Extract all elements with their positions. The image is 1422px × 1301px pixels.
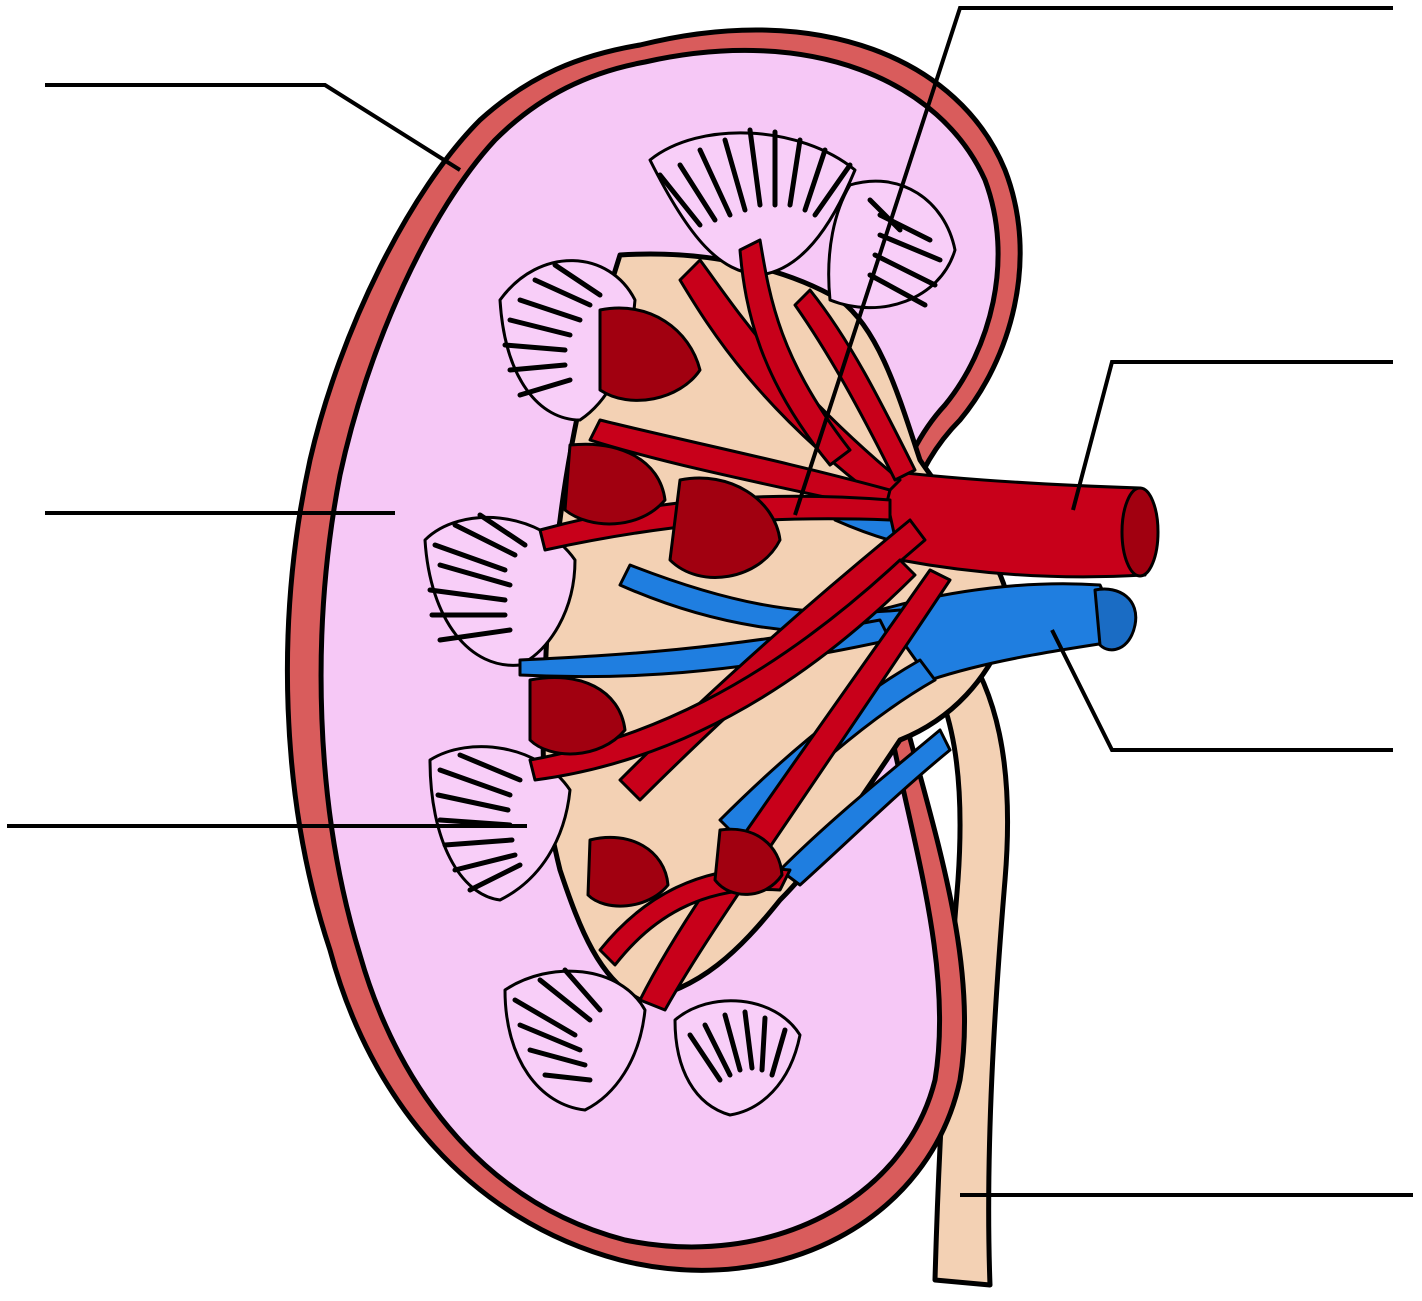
renal-vein-end bbox=[1095, 589, 1136, 650]
renal-artery-end bbox=[1122, 488, 1158, 576]
leader-line-capsule bbox=[45, 85, 460, 170]
renal-artery-trunk bbox=[880, 470, 1145, 577]
